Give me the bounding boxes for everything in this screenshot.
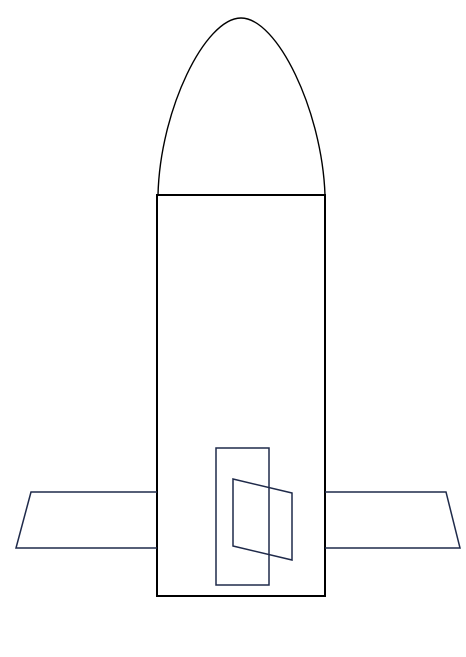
right-wing [325, 491, 461, 549]
body-rectangle [156, 194, 326, 597]
nose-dome [157, 17, 326, 196]
door-frame [215, 447, 270, 586]
door-panel [232, 478, 293, 561]
left-wing [15, 491, 157, 549]
